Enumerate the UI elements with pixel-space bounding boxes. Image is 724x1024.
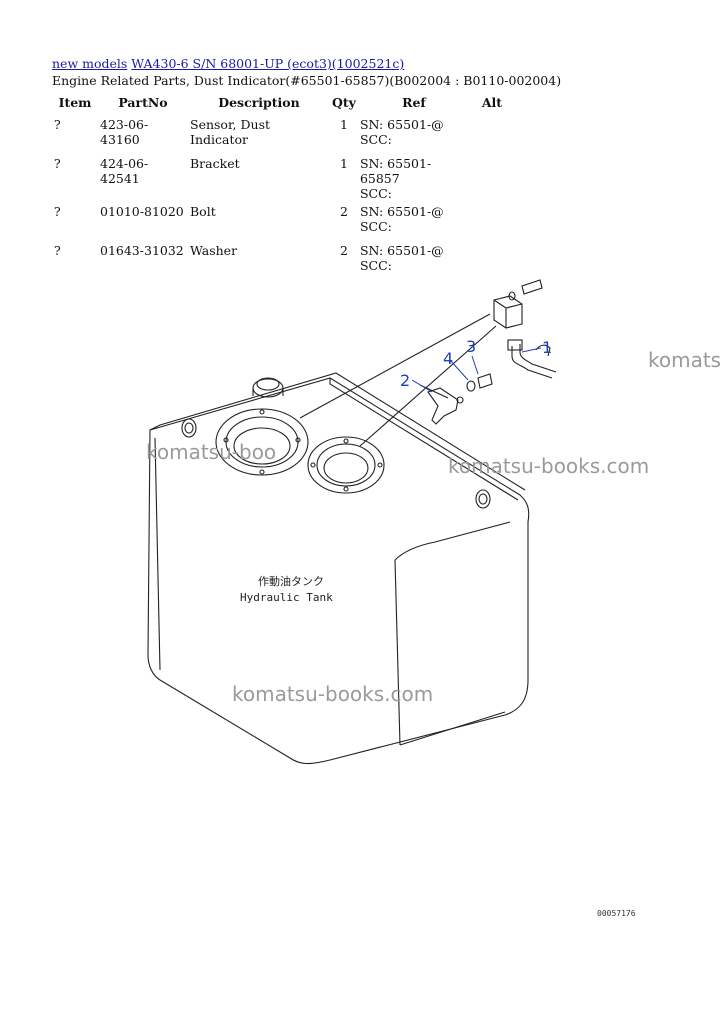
ref-sn: SN: 65501-@: [359, 204, 444, 219]
callout-3: 3: [466, 337, 476, 356]
drawing-code: 00057176: [597, 909, 636, 918]
ref-scc: SCC:: [359, 258, 392, 273]
tank-label-jp: 作動油タンク: [258, 574, 324, 588]
cell-item: ?: [54, 243, 61, 258]
cell-item: ?: [54, 117, 61, 132]
callout-1: 1: [542, 338, 552, 357]
cell-ref: SN: 65501-@SCC:: [358, 114, 470, 153]
table-row: ? 01643-31032 Washer 2 SN: 65501-@SCC:: [52, 240, 514, 279]
cell-partno: 01643-31032: [100, 243, 184, 258]
parts-table: Item PartNo Description Qty Ref Alt ? 42…: [52, 90, 514, 279]
cell-alt: [470, 153, 514, 201]
header-partno: PartNo: [118, 94, 168, 110]
header-description: Description: [218, 94, 300, 110]
cell-ref: SN: 65501-@SCC:: [358, 240, 470, 279]
page-subtitle: Engine Related Parts, Dust Indicator(#65…: [52, 73, 562, 88]
watermark-top-right: komats: [648, 348, 721, 372]
cell-description: Sensor, Dust Indicator: [190, 117, 271, 147]
callout-leaders: [411, 347, 542, 393]
ref-sn: SN: 65501-@: [359, 117, 444, 132]
ref-scc: SCC:: [359, 186, 392, 201]
parts-diagram: 1 2 3 4 作動油タンク Hydraulic Tank komats kom…: [146, 279, 721, 765]
ref-scc: SCC:: [359, 132, 392, 147]
cell-alt: [470, 201, 514, 240]
watermark-left: komatsu-boo: [146, 440, 276, 464]
cell-description: Bolt: [190, 204, 216, 219]
ref-sn: SN: 65501-65857: [359, 156, 432, 186]
watermark-bottom: komatsu-books.com: [232, 682, 433, 706]
cell-qty: 1: [339, 156, 348, 171]
breadcrumb-link-model[interactable]: WA430-6 S/N 68001-UP (ecot3)(1002521c): [131, 56, 405, 71]
header-qty: Qty: [332, 94, 356, 110]
table-row: ? 424-06-42541 Bracket 1 SN: 65501-65857…: [52, 153, 514, 201]
tank-label-en: Hydraulic Tank: [240, 591, 333, 604]
cell-partno: 423-06-43160: [100, 117, 149, 147]
cell-alt: [470, 114, 514, 153]
cell-item: ?: [54, 156, 61, 171]
watermark-middle: komatsu-books.com: [448, 454, 649, 478]
cell-qty: 2: [339, 243, 348, 258]
ref-scc: SCC:: [359, 219, 392, 234]
callout-4: 4: [443, 349, 453, 368]
cell-item: ?: [54, 204, 61, 219]
hydraulic-tank-drawing: [147, 279, 557, 765]
cell-partno: 424-06-42541: [100, 156, 149, 186]
table-header-row: Item PartNo Description Qty Ref Alt: [52, 90, 514, 114]
header-item: Item: [58, 94, 92, 110]
cell-description: Washer: [190, 243, 238, 258]
cell-description: Bracket: [190, 156, 240, 171]
table-row: ? 01010-81020 Bolt 2 SN: 65501-@SCC:: [52, 201, 514, 240]
breadcrumb-link-new-models[interactable]: new models: [52, 56, 128, 71]
callout-2: 2: [400, 371, 410, 390]
table-row: ? 423-06-43160 Sensor, Dust Indicator 1 …: [52, 114, 514, 153]
cell-ref: SN: 65501-@SCC:: [358, 201, 470, 240]
cell-qty: 1: [339, 117, 348, 132]
ref-sn: SN: 65501-@: [359, 243, 444, 258]
header-alt: Alt: [481, 94, 503, 110]
cell-qty: 2: [339, 204, 348, 219]
breadcrumb: new models WA430-6 S/N 68001-UP (ecot3)(…: [52, 56, 404, 71]
cell-partno: 01010-81020: [100, 204, 184, 219]
header-ref: Ref: [402, 94, 426, 110]
